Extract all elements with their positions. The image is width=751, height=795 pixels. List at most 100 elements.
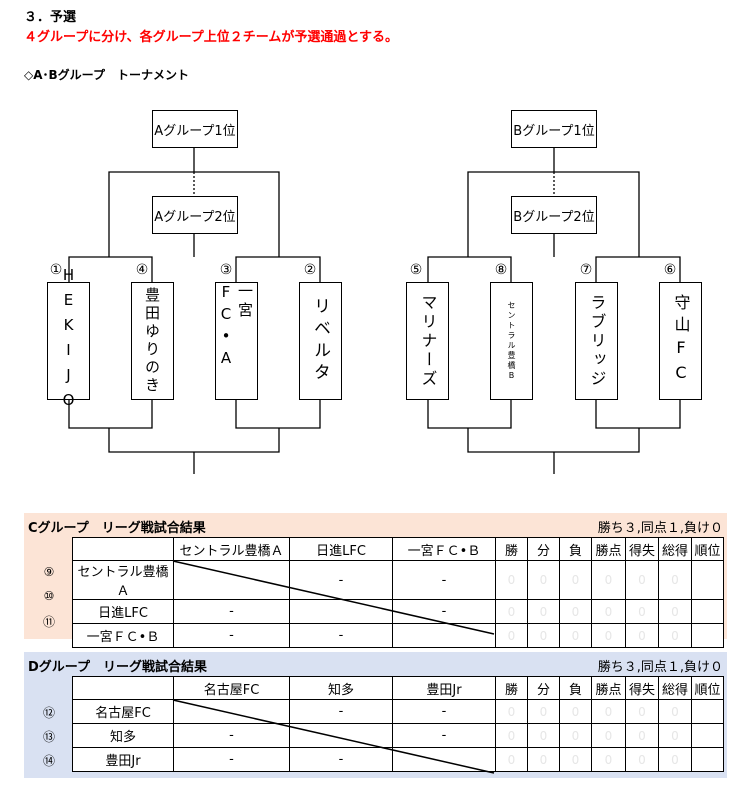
team-cell: セントラル豊橋Ａ (72, 560, 174, 600)
losses-cell: 0 (559, 560, 592, 600)
column-header: セントラル豊橋Ａ (173, 537, 290, 561)
self-match-cell (392, 747, 496, 772)
team-name: 豊田ゆりのき (143, 287, 161, 395)
b-group-1st-box: Bグループ1位 (511, 110, 597, 148)
column-header: 勝 (495, 676, 528, 700)
result-cell: - (289, 623, 393, 648)
row-number: ⑩ (43, 589, 55, 603)
column-header: 総得 (658, 537, 692, 561)
table-row: 日進LFC - - 0 0 0 0 0 0 (72, 599, 724, 624)
a-group-1st-box: Aグループ1位 (152, 110, 238, 148)
goal-diff-cell: 0 (625, 723, 659, 748)
league-d-panel: Dグループ リーグ戦試合結果 勝ち３,同点１,負け０ ⑫ ⑬ ⑭ 名古屋FC 知… (24, 652, 727, 778)
goal-diff-cell: 0 (625, 699, 659, 724)
goal-diff-cell: 0 (625, 747, 659, 772)
team-name: 守山FC (671, 294, 691, 388)
b-group-2nd-box: Bグループ2位 (511, 196, 597, 234)
points-cell: 0 (591, 623, 626, 648)
seed-number: ① (49, 262, 63, 278)
team-box-hekijo: HEKIJO (47, 266, 90, 416)
corner-cell (72, 537, 174, 561)
draws-cell: 0 (527, 723, 560, 748)
goals-for-cell: 0 (658, 699, 692, 724)
goal-diff-cell: 0 (625, 599, 659, 624)
goal-diff-cell: 0 (625, 560, 659, 600)
result-cell: - (173, 623, 290, 648)
seed-number: ④ (135, 262, 149, 278)
losses-cell: 0 (559, 623, 592, 648)
seed-number: ⑥ (663, 262, 677, 278)
wins-cell: 0 (495, 560, 528, 600)
team-box-la-bridge: ラブリッジ (575, 282, 618, 400)
column-header: 勝点 (591, 676, 626, 700)
table-row: 一宮ＦＣ•Ｂ - - 0 0 0 0 0 0 (72, 623, 724, 648)
team-box-mariners: マリナーズ (406, 282, 449, 400)
wins-cell: 0 (495, 747, 528, 772)
seed-number: ⑦ (579, 262, 593, 278)
column-header: 順位 (691, 537, 724, 561)
result-cell: - (173, 723, 290, 748)
losses-cell: 0 (559, 747, 592, 772)
draws-cell: 0 (527, 699, 560, 724)
row-number: ⑭ (42, 754, 55, 768)
result-cell: - (392, 723, 496, 748)
wins-cell: 0 (495, 599, 528, 624)
column-header: 分 (527, 676, 560, 700)
a-group-2nd-box: Aグループ2位 (152, 196, 238, 234)
draws-cell: 0 (527, 599, 560, 624)
seed-number: ③ (219, 262, 233, 278)
rank-cell (691, 599, 724, 624)
points-cell: 0 (591, 723, 626, 748)
self-match-cell (173, 699, 290, 724)
points-cell: 0 (591, 599, 626, 624)
seed-number: ⑤ (409, 262, 423, 278)
row-number: ⑬ (42, 730, 55, 744)
result-cell: - (173, 747, 290, 772)
self-match-cell (173, 560, 290, 600)
self-match-cell (289, 599, 393, 624)
goals-for-cell: 0 (658, 599, 692, 624)
league-c-points-rule: 勝ち３,同点１,負け０ (597, 521, 723, 536)
team-name: セントラル豊橋B (507, 300, 516, 382)
goals-for-cell: 0 (658, 723, 692, 748)
column-header: 順位 (691, 676, 724, 700)
losses-cell: 0 (559, 723, 592, 748)
result-cell: - (289, 747, 393, 772)
tournament-title: ◇A･Bグループ トーナメント (24, 68, 189, 82)
column-header: 総得 (658, 676, 692, 700)
self-match-cell (392, 623, 496, 648)
column-header: 得失 (625, 676, 659, 700)
team-box-central-toyohashi-b: セントラル豊橋B (490, 282, 533, 400)
self-match-cell (289, 723, 393, 748)
losses-cell: 0 (559, 599, 592, 624)
rank-cell (691, 699, 724, 724)
league-d-title: Dグループ リーグ戦試合結果 (28, 660, 208, 675)
league-d-header: Dグループ リーグ戦試合結果 勝ち３,同点１,負け０ (24, 652, 727, 676)
row-number: ⑪ (42, 615, 55, 629)
team-cell: 一宮ＦＣ•Ｂ (72, 623, 174, 648)
rank-cell (691, 623, 724, 648)
column-header: 分 (527, 537, 560, 561)
table-row: 知多 - - 0 0 0 0 0 0 (72, 723, 724, 748)
result-cell: - (173, 599, 290, 624)
column-header: 勝点 (591, 537, 626, 561)
table-row: セントラル豊橋Ａ - - 0 0 0 0 0 0 (72, 560, 724, 600)
team-cell: 名古屋FC (72, 699, 174, 724)
table-row: 名古屋FC - - 0 0 0 0 0 0 (72, 699, 724, 724)
draws-cell: 0 (527, 560, 560, 600)
team-box-toyota-yurinoki: 豊田ゆりのき (131, 282, 174, 400)
row-number: ⑫ (42, 706, 55, 720)
team-name: ラブリッジ (587, 293, 607, 389)
points-cell: 0 (591, 699, 626, 724)
qualification-note: ４グループに分け、各グループ上位２チームが予選通過とする。 (24, 30, 399, 45)
team-box-moriyama-fc: 守山FC (659, 282, 702, 400)
team-box-liberta: リベルタ (299, 282, 342, 400)
league-c-title: Cグループ リーグ戦試合結果 (28, 521, 206, 536)
column-header: 負 (559, 676, 592, 700)
team-name: リベルタ (310, 297, 330, 385)
team-name: マリナーズ (418, 293, 438, 389)
losses-cell: 0 (559, 699, 592, 724)
column-header: 知多 (289, 676, 393, 700)
result-cell: - (392, 699, 496, 724)
row-number: ⑨ (43, 565, 55, 579)
